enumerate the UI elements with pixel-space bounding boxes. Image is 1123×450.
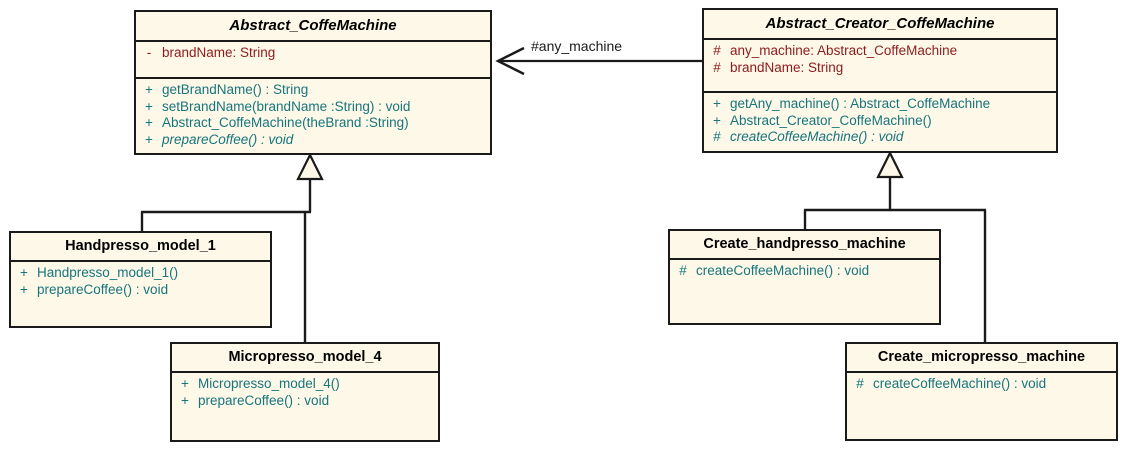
operations-compartment: # createCoffeeMachine() : void: [847, 373, 1116, 397]
operation-row: # createCoffeeMachine() : void: [670, 263, 939, 280]
attribute-text: brandName: String: [730, 59, 844, 75]
attribute-text: brandName: String: [162, 45, 276, 60]
operation-text: getBrandName() : String: [162, 82, 309, 97]
operation-row: + setBrandName(brandName :String) : void: [136, 99, 490, 116]
operation-row: + prepareCoffee() : void: [136, 132, 490, 149]
operation-text: createCoffeeMachine() : void: [873, 376, 1047, 391]
visibility-marker: #: [679, 263, 687, 278]
operation-text: getAny_machine() : Abstract_CoffeMachine: [730, 96, 991, 111]
operation-text: Abstract_Creator_CoffeMachine(): [730, 112, 932, 128]
class-abstract-creator-coffemachine[interactable]: Abstract_Creator_CoffeMachine # any_mach…: [702, 8, 1058, 153]
visibility-marker: +: [145, 98, 153, 114]
operation-text: createCoffeeMachine() : void: [696, 263, 870, 278]
operation-text: prepareCoffee() : void: [37, 281, 169, 297]
operation-row: + getBrandName() : String: [136, 82, 490, 99]
visibility-marker: +: [181, 392, 189, 408]
class-abstract-coffemachine[interactable]: Abstract_CoffeMachine - brandName: Strin…: [134, 10, 492, 155]
operations-compartment: + Handpresso_model_1() + prepareCoffee()…: [11, 262, 270, 302]
class-create-micropresso-machine[interactable]: Create_micropresso_machine # createCoffe…: [845, 342, 1118, 441]
visibility-marker: #: [856, 376, 864, 391]
operation-text: prepareCoffee() : void: [162, 131, 294, 147]
operation-row: # createCoffeeMachine() : void: [704, 129, 1056, 146]
attribute-text: any_machine: Abstract_CoffeMachine: [730, 43, 958, 58]
operation-row: + getAny_machine() : Abstract_CoffeMachi…: [704, 96, 1056, 113]
visibility-marker: #: [713, 129, 721, 144]
visibility-marker: #: [713, 59, 721, 75]
class-handpresso-model-1[interactable]: Handpresso_model_1 + Handpresso_model_1(…: [9, 231, 272, 328]
visibility-marker: +: [20, 281, 28, 297]
visibility-marker: +: [145, 115, 153, 130]
visibility-marker: +: [713, 112, 721, 128]
visibility-marker: +: [20, 265, 28, 280]
operation-row: + prepareCoffee() : void: [172, 393, 438, 410]
operation-row: + Micropresso_model_4(): [172, 376, 438, 393]
class-name-handpresso-model-1: Handpresso_model_1: [11, 233, 270, 262]
operation-row: + Handpresso_model_1(): [11, 265, 270, 282]
visibility-marker: +: [145, 82, 153, 97]
class-micropresso-model-4[interactable]: Micropresso_model_4 + Micropresso_model_…: [170, 342, 440, 442]
operation-row: + Abstract_Creator_CoffeMachine(): [704, 113, 1056, 130]
class-create-handpresso-machine[interactable]: Create_handpresso_machine # createCoffee…: [668, 229, 941, 325]
operation-text: Micropresso_model_4(): [198, 376, 340, 391]
operations-compartment: + Micropresso_model_4() + prepareCoffee(…: [172, 373, 438, 413]
attribute-row: # any_machine: Abstract_CoffeMachine: [704, 43, 1056, 60]
attributes-compartment: - brandName: String: [136, 42, 490, 79]
operations-compartment: # createCoffeeMachine() : void: [670, 260, 939, 284]
operation-text: Abstract_CoffeMachine(theBrand :String): [162, 115, 409, 130]
association-label-any-machine: #any_machine: [531, 38, 623, 54]
operation-row: # createCoffeeMachine() : void: [847, 376, 1116, 393]
class-name-abstract-creator-coffemachine: Abstract_Creator_CoffeMachine: [704, 10, 1056, 40]
operation-row: + Abstract_CoffeMachine(theBrand :String…: [136, 115, 490, 132]
operation-text: prepareCoffee() : void: [198, 392, 330, 408]
class-name-micropresso-model-4: Micropresso_model_4: [172, 344, 438, 373]
visibility-marker: #: [713, 43, 721, 58]
operations-compartment: + getAny_machine() : Abstract_CoffeMachi…: [704, 93, 1056, 150]
attribute-row: - brandName: String: [136, 45, 490, 62]
class-name-create-handpresso-machine: Create_handpresso_machine: [670, 231, 939, 260]
class-name-create-micropresso-machine: Create_micropresso_machine: [847, 344, 1116, 373]
operation-text: createCoffeeMachine() : void: [730, 129, 904, 144]
operations-compartment: + getBrandName() : String + setBrandName…: [136, 79, 490, 152]
visibility-marker: +: [181, 376, 189, 391]
visibility-marker: +: [145, 131, 153, 147]
class-name-abstract-coffemachine: Abstract_CoffeMachine: [136, 12, 490, 42]
attributes-compartment: # any_machine: Abstract_CoffeMachine # b…: [704, 40, 1056, 93]
operation-text: Handpresso_model_1(): [37, 265, 179, 280]
visibility-marker: +: [713, 96, 721, 111]
operation-row: + prepareCoffee() : void: [11, 282, 270, 299]
visibility-marker: -: [146, 45, 152, 60]
attribute-row: # brandName: String: [704, 60, 1056, 77]
operation-text: setBrandName(brandName :String) : void: [162, 98, 411, 114]
